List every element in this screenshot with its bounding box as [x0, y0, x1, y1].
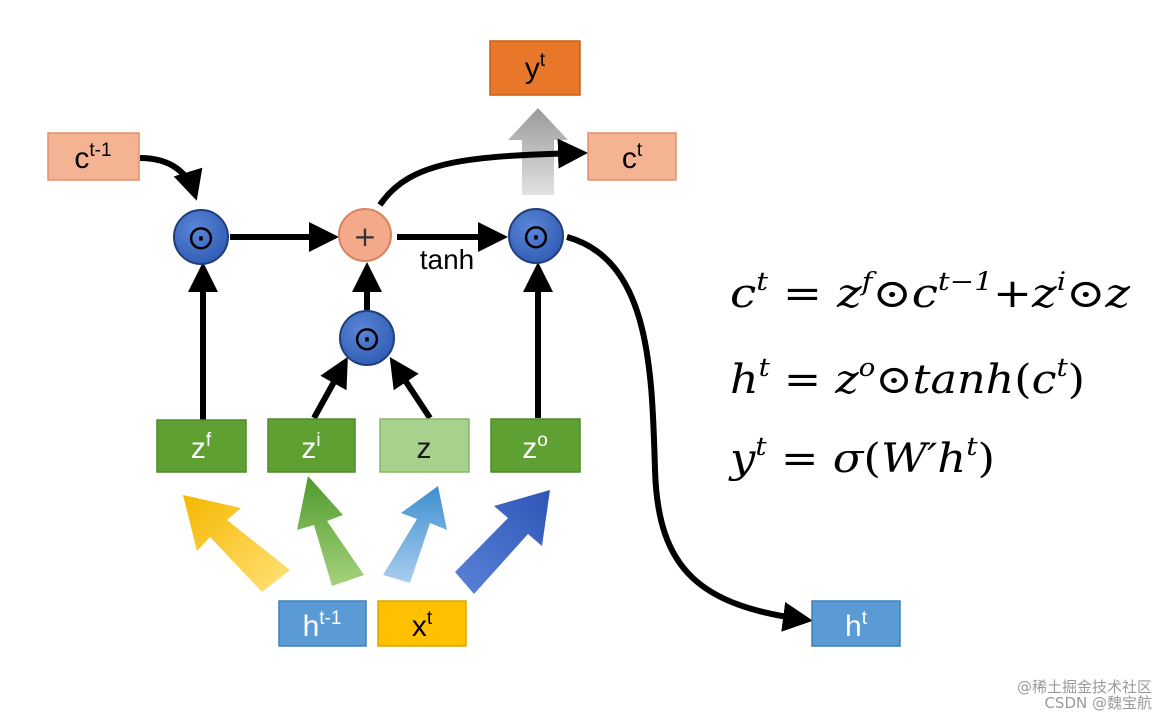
dark-blue-input-arrow — [455, 490, 550, 594]
x-t-box: xt — [377, 600, 467, 647]
light-blue-input-arrow — [383, 486, 447, 583]
svg-text:ht-1: ht-1 — [303, 608, 342, 643]
c-prev-box: ct-1 — [47, 132, 140, 181]
c-t-box: ct — [587, 132, 677, 181]
arrow-zi-up — [311, 356, 348, 420]
z-box: z — [379, 418, 470, 473]
arrow-output-to-ht — [566, 234, 813, 632]
arrow-add-to-ct — [377, 138, 588, 207]
tanh-label: tanh — [420, 244, 475, 275]
y-t-box: yt — [489, 40, 581, 96]
input-mult-node: ⊙ — [339, 310, 395, 366]
forget-mult-node: ⊙ — [173, 209, 229, 265]
arrow-cprev-to-forget — [139, 155, 203, 201]
svg-text:xt: xt — [412, 608, 433, 643]
output-mult-node: ⊙ — [508, 208, 564, 264]
mult-operator: ⊙ — [187, 218, 216, 258]
add-node: + — [338, 208, 392, 262]
svg-text:zo: zo — [522, 430, 548, 465]
watermark-line1: @稀土掘金技术社区 — [1017, 678, 1152, 696]
h-t-box: ht — [811, 600, 901, 647]
z-o-box: zo — [490, 418, 581, 473]
svg-text:zf: zf — [191, 430, 212, 465]
svg-text:ht: ht — [845, 608, 868, 643]
green-input-arrow — [297, 476, 364, 586]
svg-text:ct: ct — [622, 140, 643, 175]
add-operator: + — [353, 220, 376, 253]
watermark-line2: CSDN @魏宝航 — [1044, 694, 1152, 712]
z-i-box: zi — [267, 418, 356, 473]
svg-text:zi: zi — [301, 430, 320, 465]
mult-operator: ⊙ — [522, 217, 551, 257]
arrow-z-up — [389, 356, 433, 420]
h-prev-box: ht-1 — [278, 600, 367, 647]
z-f-box: zf — [156, 419, 247, 473]
mult-operator: ⊙ — [353, 319, 382, 359]
svg-text:z: z — [417, 432, 432, 465]
svg-text:yt: yt — [525, 50, 546, 85]
yellow-input-arrow — [183, 495, 290, 592]
svg-text:ct-1: ct-1 — [74, 140, 111, 175]
